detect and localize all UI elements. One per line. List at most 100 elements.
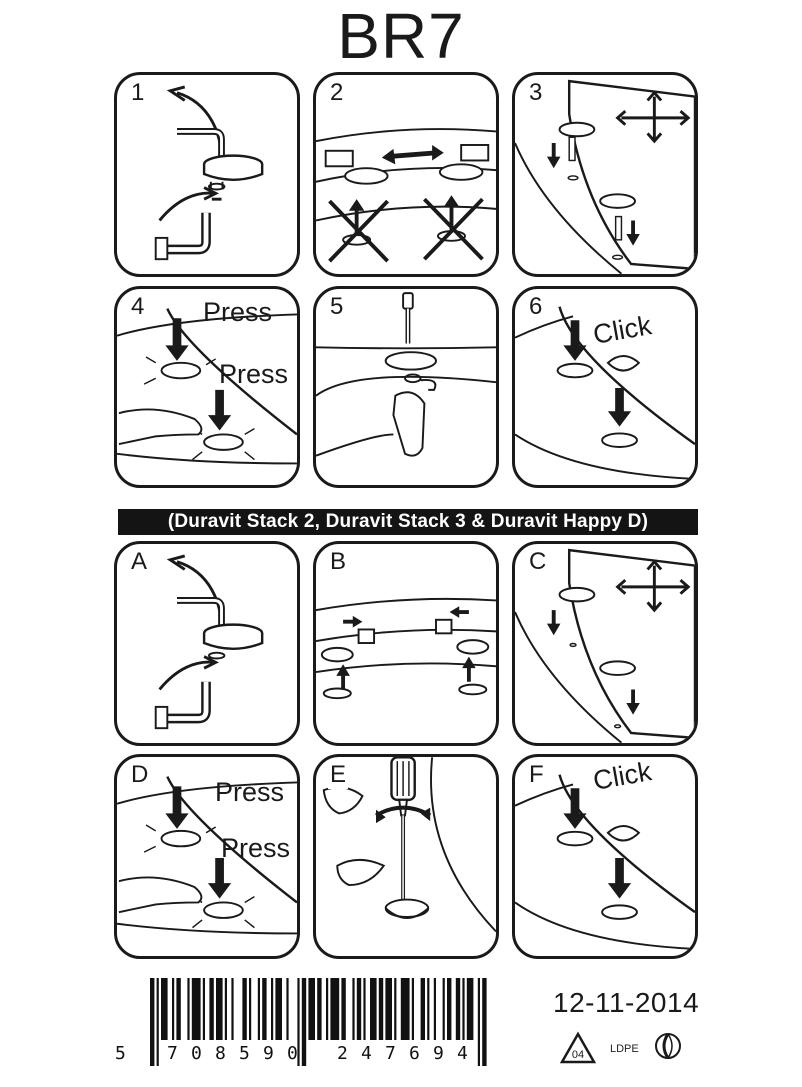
step-label: C — [527, 548, 549, 576]
barcode-bar — [420, 978, 425, 1040]
step-label: D — [129, 761, 151, 789]
barcode-bar — [427, 978, 430, 1040]
barcode-bar — [286, 978, 289, 1040]
barcode-bar — [433, 978, 436, 1040]
barcode-bar — [150, 978, 155, 1066]
step-label: A — [129, 548, 150, 576]
barcode-digit: 9 — [433, 1043, 444, 1064]
barcode-digit: 7 — [167, 1043, 178, 1064]
hinge-adjust-illustration — [316, 128, 496, 263]
barcode-bar — [262, 978, 267, 1040]
seat-attach-illustration — [515, 548, 695, 743]
barcode-bar — [209, 978, 214, 1040]
click-seat-illustration — [515, 774, 695, 950]
step-label: 3 — [527, 79, 545, 107]
barcode-bar — [352, 978, 355, 1040]
step-panel-4: 4 Press Press — [114, 286, 300, 488]
barcode-bar — [161, 978, 168, 1040]
barcode-bar — [356, 978, 362, 1040]
barcode-digit: 7 — [385, 1043, 396, 1064]
hinge-removal-illustration — [154, 554, 264, 730]
document-title: BR7 — [337, 0, 465, 72]
barcode-bar — [172, 978, 175, 1040]
step-panel-c: C — [512, 541, 698, 746]
barcode-bar — [242, 978, 247, 1040]
step-panel-d: D Press Press — [114, 754, 300, 959]
step-panel-2: 2 — [313, 72, 499, 277]
step-panel-1: 1 — [114, 72, 300, 277]
step-label: 4 — [129, 293, 147, 321]
barcode-digit: 0 — [287, 1043, 298, 1064]
material-label: LDPE — [610, 1043, 639, 1055]
product-barcode — [150, 978, 487, 1066]
barcode-bar — [455, 978, 461, 1040]
press-label: Press — [221, 833, 291, 863]
barcode-digit: 5 — [239, 1043, 250, 1064]
barcode-bar — [231, 978, 234, 1040]
barcode-bar — [385, 978, 392, 1040]
compatible-models-banner: (Duravit Stack 2, Duravit Stack 3 & Dura… — [118, 509, 698, 535]
step-panel-a: A — [114, 541, 300, 746]
recycle-code: 04 — [572, 1049, 584, 1061]
barcode-bar — [156, 978, 159, 1066]
barcode-bar — [176, 978, 181, 1040]
step-panel-f: F Click — [512, 754, 698, 959]
barcode-bar — [378, 978, 384, 1040]
barcode-bar — [308, 978, 315, 1040]
press-label: Press — [203, 297, 273, 327]
step-label: 2 — [328, 79, 346, 107]
barcode-bar — [462, 978, 465, 1040]
barcode-digit: 4 — [361, 1043, 372, 1064]
barcode-bar — [363, 978, 366, 1040]
barcode-bar — [257, 978, 260, 1040]
hinge-insert-illustration — [316, 597, 496, 700]
barcode-bar — [477, 978, 480, 1066]
barcode-bar — [187, 978, 190, 1040]
step-panel-5: 5 — [313, 286, 499, 488]
green-dot-icon — [655, 1033, 681, 1059]
step-label: 1 — [129, 79, 147, 107]
barcode-bar — [202, 978, 205, 1040]
barcode-digit: 4 — [457, 1043, 468, 1064]
step-label: B — [328, 548, 349, 576]
barcode-bar — [400, 978, 410, 1040]
barcode-digit: 9 — [263, 1043, 274, 1064]
barcode-bar — [301, 978, 307, 1066]
recycle-triangle-icon: 04 — [559, 1031, 597, 1064]
barcode-digit: 0 — [191, 1043, 202, 1064]
step-label: E — [328, 761, 349, 789]
hinge-removal-illustration — [154, 85, 264, 261]
barcode-digit: 2 — [337, 1043, 348, 1064]
press-hinges-illustration — [117, 308, 297, 465]
barcode-bar — [482, 978, 487, 1066]
tighten-screw-illustration — [316, 292, 496, 457]
barcode-bar — [326, 978, 329, 1040]
barcode-bar — [271, 978, 274, 1040]
barcode-digit: 5 — [115, 1043, 126, 1064]
press-hinges-illustration — [117, 776, 297, 935]
step-label: 5 — [328, 293, 346, 321]
barcode-digit: 6 — [409, 1043, 420, 1064]
print-date: 12-11-2014 — [553, 987, 700, 1018]
barcode-bar — [442, 978, 445, 1040]
barcode-bar — [466, 978, 474, 1040]
barcode-bar — [411, 978, 414, 1040]
step-label: 6 — [527, 293, 545, 321]
barcode-digit: 8 — [215, 1043, 226, 1064]
barcode-bar — [216, 978, 223, 1040]
step-panel-6: 6 Click — [512, 286, 698, 488]
barcode-bar — [297, 978, 300, 1066]
click-seat-illustration — [515, 306, 695, 480]
barcode-bar — [330, 978, 340, 1040]
seat-attach-illustration — [515, 79, 695, 274]
barcode-bar — [370, 978, 377, 1040]
barcode-bar — [394, 978, 397, 1040]
press-label: Press — [219, 359, 289, 389]
barcode-bar — [249, 978, 252, 1040]
step-label: F — [527, 761, 546, 789]
barcode-bar — [224, 978, 227, 1040]
screwdriver-tighten-illustration — [322, 757, 496, 933]
press-label: Press — [215, 777, 285, 807]
step-panel-b: B — [313, 541, 499, 746]
step-panel-3: 3 — [512, 72, 698, 277]
